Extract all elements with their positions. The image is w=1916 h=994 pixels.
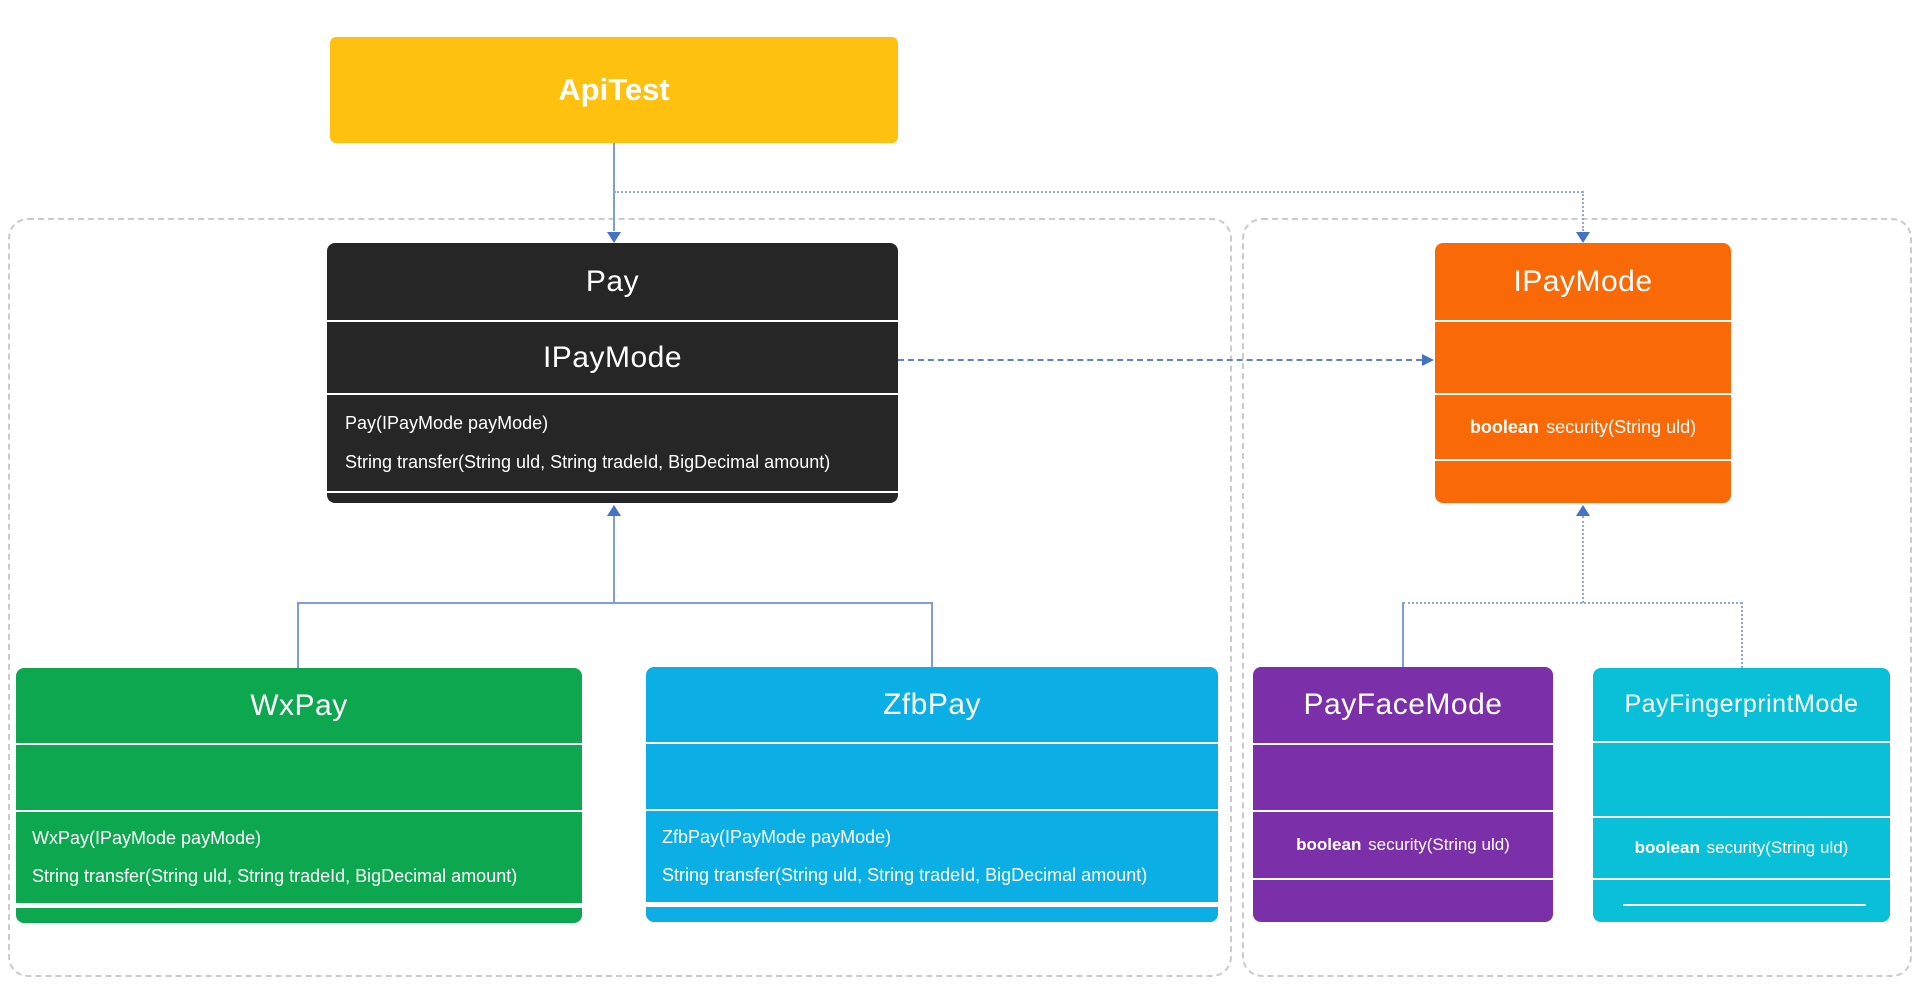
edge-modes-ipaymode-arrowhead [1576, 505, 1590, 516]
edge-apitest-pay-line [613, 143, 615, 231]
group-frame-pay-implementations[interactable] [8, 218, 1232, 977]
payfingerprintmode-keyword-boolean: boolean [1634, 838, 1700, 857]
ipaymode-keyword-boolean: boolean [1469, 416, 1539, 437]
edge-modes-ipaymode-rail [1403, 602, 1742, 604]
edge-pay-ipaymode-arrowhead [1422, 354, 1434, 366]
edge-pay-ipaymode-dashed-line [898, 359, 1422, 361]
payfingerprintmode-method-security: boolean security(String uld) [1593, 818, 1890, 880]
zfbpay-footer [646, 907, 1218, 922]
pay-footer [327, 493, 898, 503]
wxpay-footer [16, 908, 582, 923]
edge-payfingerprintmode-vline [1741, 602, 1743, 668]
class-node-wxpay[interactable]: WxPay WxPay(IPayMode payMode) String tra… [16, 668, 582, 923]
class-node-payfingerprintmode[interactable]: PayFingerprintMode boolean security(Stri… [1593, 668, 1890, 922]
edge-apitest-ipaymode-hline [614, 191, 1583, 193]
payfacemode-keyword-boolean: boolean [1296, 835, 1362, 854]
apitest-title: ApiTest [558, 72, 670, 107]
payfingerprintmode-fields-empty [1593, 743, 1890, 818]
payfacemode-method-signature: security(String uld) [1368, 835, 1510, 854]
payfingerprintmode-title: PayFingerprintMode [1593, 668, 1890, 743]
pay-methods: Pay(IPayMode payMode) String transfer(St… [327, 395, 898, 493]
wxpay-method-constructor: WxPay(IPayMode payMode) [32, 828, 262, 849]
payfacemode-fields-empty [1253, 745, 1553, 812]
class-node-payfacemode[interactable]: PayFaceMode boolean security(String uld) [1253, 667, 1553, 922]
wxpay-methods: WxPay(IPayMode payMode) String transfer(… [16, 812, 582, 908]
ipaymode-footer [1435, 461, 1731, 503]
ipaymode-method-security: boolean security(String uld) [1435, 395, 1731, 461]
class-node-apitest[interactable]: ApiTest [330, 37, 898, 143]
edge-subclasses-pay-rail [298, 602, 933, 604]
zfbpay-fields-empty [646, 744, 1218, 811]
pay-method-transfer: String transfer(String uld, String trade… [345, 452, 831, 472]
wxpay-title: WxPay [16, 668, 582, 745]
class-node-zfbpay[interactable]: ZfbPay ZfbPay(IPayMode payMode) String t… [646, 667, 1218, 922]
payfingerprintmode-footer [1593, 880, 1890, 922]
payfingerprintmode-footer-rule [1622, 904, 1867, 906]
edge-payfacemode-vline [1402, 602, 1404, 667]
payfingerprintmode-method-signature: security(String uld) [1706, 838, 1849, 857]
group-frame-paymode-implementations[interactable] [1242, 218, 1912, 977]
class-node-pay[interactable]: Pay IPayMode Pay(IPayMode payMode) Strin… [327, 243, 898, 503]
payfacemode-method-security: boolean security(String uld) [1253, 812, 1553, 880]
edge-apitest-pay-arrowhead [607, 232, 621, 243]
edge-wxpay-vline [297, 602, 299, 668]
class-node-ipaymode[interactable]: IPayMode boolean security(String uld) [1435, 243, 1731, 503]
ipaymode-method-signature: security(String uld) [1546, 416, 1697, 437]
edge-modes-ipaymode-stub [1582, 516, 1584, 603]
edge-zfbpay-vline [931, 602, 933, 667]
edge-apitest-ipaymode-arrowhead [1576, 232, 1590, 243]
edge-subclasses-pay-arrowhead [607, 505, 621, 516]
ipaymode-title: IPayMode [1435, 243, 1731, 322]
pay-method-constructor: Pay(IPayMode payMode) [345, 413, 549, 433]
pay-field-ipaymode: IPayMode [327, 322, 898, 395]
zfbpay-method-constructor: ZfbPay(IPayMode payMode) [662, 827, 892, 848]
edge-apitest-ipaymode-vline [1582, 191, 1584, 231]
wxpay-method-transfer: String transfer(String uld, String trade… [32, 865, 518, 886]
ipaymode-fields-empty [1435, 322, 1731, 395]
wxpay-fields-empty [16, 745, 582, 812]
pay-title: Pay [327, 243, 898, 322]
zfbpay-methods: ZfbPay(IPayMode payMode) String transfer… [646, 811, 1218, 907]
payfacemode-footer [1253, 880, 1553, 922]
payfacemode-title: PayFaceMode [1253, 667, 1553, 745]
edge-subclasses-pay-stub [613, 516, 615, 603]
zfbpay-method-transfer: String transfer(String uld, String trade… [662, 864, 1148, 885]
zfbpay-title: ZfbPay [646, 667, 1218, 744]
